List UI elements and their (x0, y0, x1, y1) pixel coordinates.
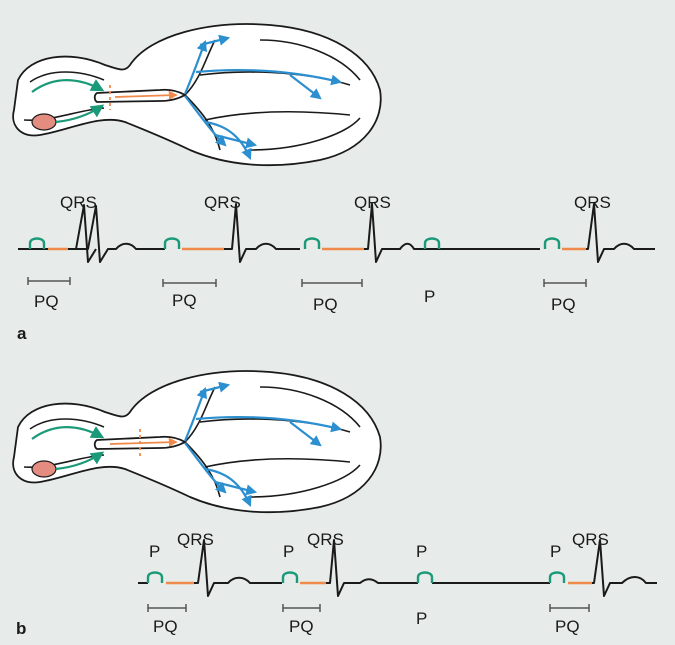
p-wave (281, 571, 299, 583)
p-label: P (424, 287, 435, 306)
p-wave (28, 237, 46, 249)
p-wave (163, 237, 181, 249)
qrs-label: QRS (574, 193, 611, 212)
pq-interval-bracket (282, 604, 321, 612)
p-wave-blocked (416, 571, 434, 583)
panel-label-b: b (16, 619, 26, 638)
qrs-label: QRS (204, 193, 241, 212)
p-label: P (550, 542, 561, 561)
qrs-label: QRS (307, 530, 344, 549)
pq-interval-bracket (162, 279, 217, 287)
av-conduction-arrow-a (114, 90, 178, 100)
p-wave (146, 571, 164, 583)
pq-label: PQ (153, 617, 178, 636)
pq-interval-bracket (549, 604, 590, 612)
ecg-baseline-a (18, 203, 655, 263)
qrs-label: QRS (354, 193, 391, 212)
pq-label: PQ (34, 292, 59, 311)
pq-interval-bracket (147, 604, 187, 612)
av-conduction-arrow-b (109, 437, 178, 447)
pq-label: PQ (555, 617, 580, 636)
pq-label: PQ (313, 295, 338, 314)
p-label-below: P (416, 609, 427, 628)
pq-interval-bracket (27, 277, 71, 285)
p-label: P (416, 542, 427, 561)
pq-interval-bracket (301, 279, 363, 287)
ecg-strip-a: QRS PQ QRS PQ QRS PQ P QRS PQ (18, 193, 655, 314)
pq-label: PQ (172, 291, 197, 310)
p-wave (543, 237, 561, 249)
qrs-label: QRS (60, 193, 97, 212)
pq-interval-bracket (543, 279, 587, 287)
heart-conduction-illustration-a (13, 24, 381, 165)
heart-conduction-illustration-b (13, 371, 381, 512)
pq-label: PQ (289, 617, 314, 636)
ecg-strip-b: P QRS PQ P QRS PQ P P P QRS PQ (138, 530, 657, 636)
qrs-complex (68, 204, 97, 263)
p-label: P (149, 542, 160, 561)
p-label: P (283, 542, 294, 561)
p-wave (548, 571, 566, 583)
qrs-label: QRS (572, 530, 609, 549)
p-wave-blocked (423, 237, 441, 249)
ecg-baseline-b (138, 539, 657, 597)
p-wave (303, 237, 321, 249)
pq-label: PQ (551, 295, 576, 314)
panel-label-a: a (17, 324, 27, 343)
qrs-label: QRS (177, 530, 214, 549)
